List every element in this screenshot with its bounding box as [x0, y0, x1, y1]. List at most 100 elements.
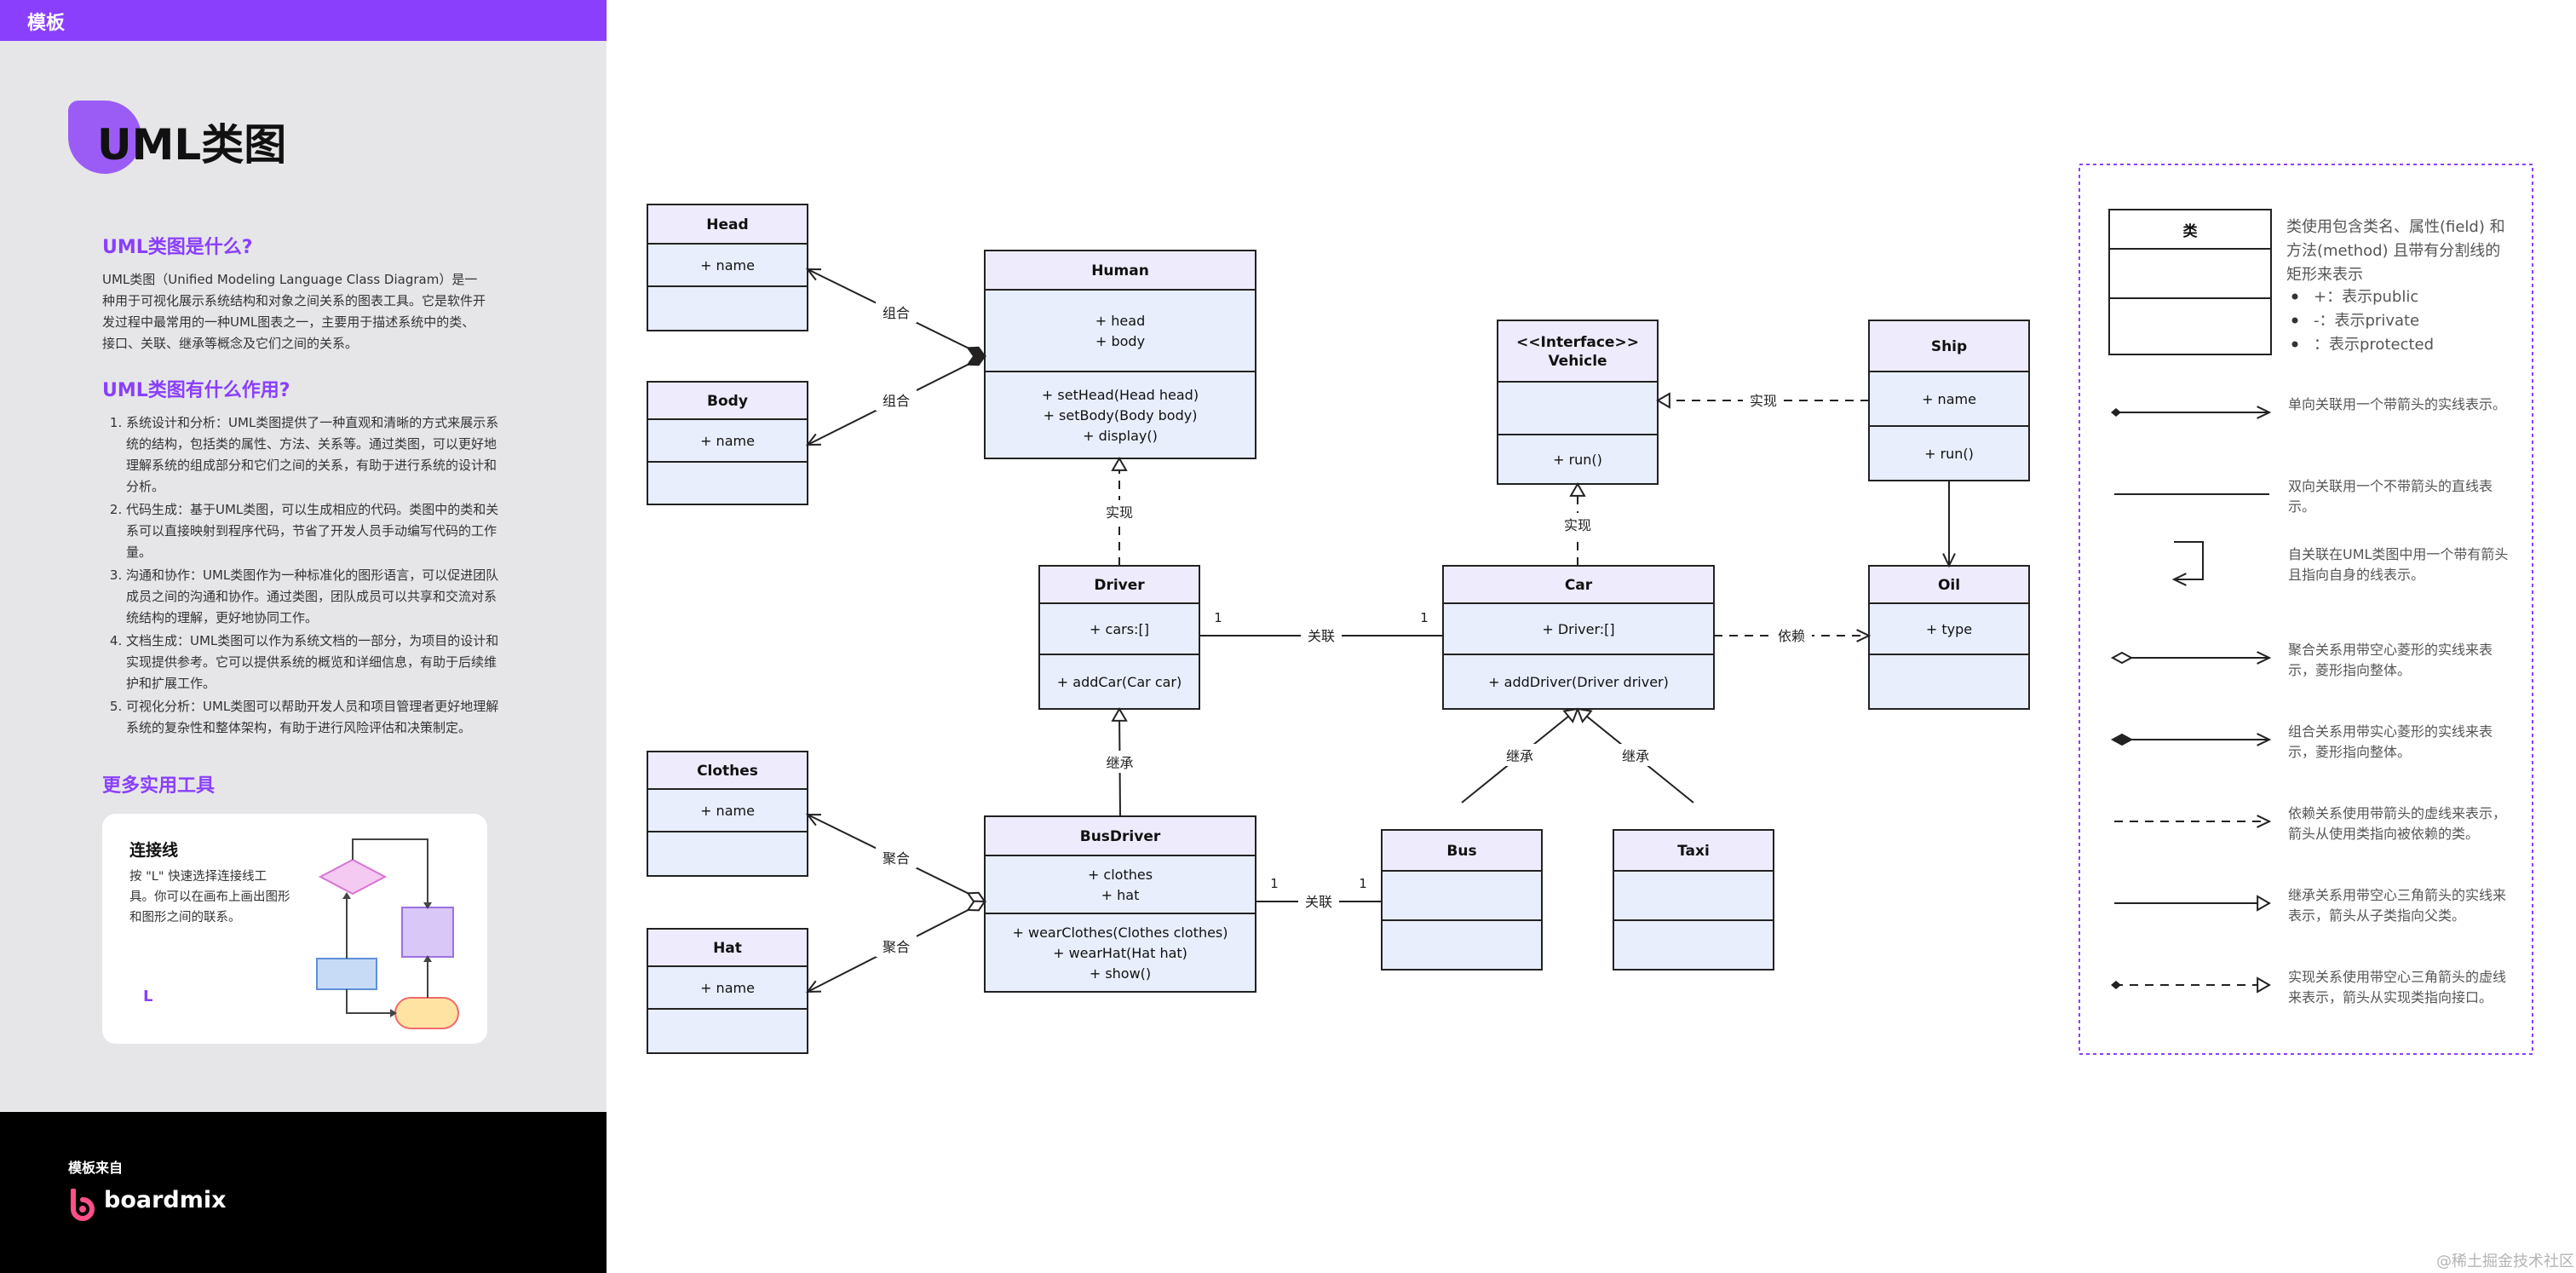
class-box-clothes: Clothes+ name — [647, 751, 808, 877]
section-use-list: 系统设计和分析：UML类图提供了一种直观和清晰的方式来展示系统的结构，包括类的属… — [102, 412, 505, 740]
class-attributes — [647, 788, 808, 832]
arrowhead — [805, 433, 822, 446]
legend-text: 单向关联用一个带箭头的实线表示。 — [2288, 396, 2506, 412]
class-attributes — [1613, 870, 1774, 921]
class-attribute: + head — [1095, 313, 1145, 329]
tool-card-title: 连接线 — [129, 841, 179, 860]
template-tag-label: 模板 — [27, 13, 66, 34]
triangle-head — [1576, 707, 1593, 723]
legend-text: 表示，箭头从子类指向父类。 — [2288, 907, 2465, 924]
relation-label: 关联 — [1305, 894, 1332, 910]
legend-text: 箭头从使用类指向被依赖的类。 — [2288, 826, 2479, 842]
legend-class-desc: 矩形来表示 — [2286, 266, 2363, 284]
class-header — [647, 381, 808, 420]
class-methods — [1381, 919, 1543, 971]
connector-illustration-icon — [316, 838, 459, 1029]
triangle-head — [2257, 895, 2272, 912]
legend-class-desc: 类使用包含类名、属性(field) 和 — [2286, 218, 2505, 236]
list-item: 沟通和协作：UML类图作为一种标准化的图形语言，可以促进团队成员之间的沟通和协作… — [126, 565, 505, 629]
arrowhead — [2257, 733, 2272, 746]
class-attribute: + cars:[] — [1090, 621, 1149, 637]
class-name: BusDriver — [1080, 828, 1161, 845]
arrowhead — [2171, 573, 2187, 586]
legend-class-label: 类 — [2183, 222, 2199, 240]
relation-label: 聚合 — [883, 850, 910, 867]
relation-label-bg — [1099, 500, 1140, 522]
legend-text: 继承关系用带空心三角箭头的实线来 — [2288, 887, 2506, 903]
class-attribute: + type — [1926, 621, 1972, 637]
class-box-hat: Hat+ name — [647, 928, 808, 1054]
class-box-driver: Driver+ cars:[]+ addCar(Car car) — [1038, 565, 1200, 710]
multiplicity: 1 — [1270, 876, 1279, 891]
class-attributes — [1038, 602, 1200, 655]
legend-text: 组合关系用带实心菱形的实线来表 — [2288, 723, 2493, 740]
relation-label-bg — [876, 935, 917, 957]
relation-label-bg — [1301, 624, 1342, 646]
template-tag: 模板 — [0, 0, 607, 41]
class-box-vehicle: <<Interface>>Vehicle+ run() — [1497, 320, 1659, 485]
class-methods — [984, 913, 1256, 993]
triangle-head — [2257, 976, 2272, 994]
relation-bus-car: 继承 — [1461, 707, 1579, 804]
arrowhead — [805, 813, 822, 827]
relation-busdriver-bus: 关联 1 1 — [1256, 876, 1382, 912]
relation-ship-vehicle: 实现 — [1655, 389, 1869, 411]
legend-visibility: -：表示private — [2314, 312, 2419, 330]
list-item: 系统设计和分析：UML类图提供了一种直观和清晰的方式来展示系统的结构，包括类的属… — [126, 412, 505, 498]
list-item: 代码生成：基于UML类图，可以生成相应的代码。类图中的类和关系可以直接映射到程序… — [126, 499, 505, 563]
legend-row-dependency: 依赖关系使用带箭头的虚线来表示，箭头从使用类指向被依赖的类。 — [2114, 805, 2506, 842]
legend-text: 示，菱形指向整体。 — [2288, 744, 2411, 760]
boardmix-logo-icon — [71, 1189, 95, 1221]
triangle-head — [1655, 392, 1670, 409]
legend-class-attrs — [2108, 248, 2272, 299]
class-attributes — [984, 855, 1256, 914]
class-box-taxi: Taxi — [1613, 829, 1774, 971]
class-method: + addDriver(Driver driver) — [1488, 674, 1669, 690]
class-box-oil: Oil + type — [1868, 565, 2030, 710]
multiplicity: 1 — [1420, 610, 1429, 625]
class-box-head: Head+ name — [647, 204, 808, 331]
diamond-head — [2110, 733, 2134, 746]
class-header — [1497, 320, 1659, 383]
relation-label: 实现 — [1564, 517, 1591, 533]
relation-label-bg — [1771, 624, 1812, 646]
legend-text: 双向关联用一个不带箭头的直线表 — [2288, 478, 2493, 494]
relation-label-bg — [1557, 513, 1598, 535]
relation-label-bg — [1298, 890, 1339, 912]
arrowhead — [2257, 651, 2272, 665]
class-attributes — [1868, 602, 2030, 655]
relation-label: 实现 — [1106, 504, 1133, 521]
legend-class-methods — [2108, 297, 2272, 355]
legend-text: 且指向自身的线表示。 — [2288, 567, 2424, 583]
class-attributes — [1868, 371, 2030, 427]
class-box-bus: Bus — [1381, 829, 1543, 971]
multiplicity: 1 — [1359, 876, 1367, 891]
relation-taxi-car: 继承 — [1576, 707, 1694, 804]
class-header — [647, 928, 808, 967]
relation-label: 依赖 — [1778, 628, 1805, 644]
watermark: @稀土掘金技术社区 — [2436, 1253, 2574, 1270]
legend-panel: 类类使用包含类名、属性(field) 和方法(method) 且带有分割线的矩形… — [2079, 164, 2533, 1055]
arrowhead — [2257, 815, 2272, 828]
legend-text: 示。 — [2288, 498, 2315, 515]
dot-icon — [2111, 408, 2121, 417]
class-name: Oil — [1938, 577, 1960, 594]
relation-label: 继承 — [1106, 755, 1133, 771]
diamond-head — [966, 354, 986, 366]
relation-busdriver-hat: 聚合 — [805, 900, 986, 994]
class-methods — [647, 285, 808, 331]
class-name: <<Interface>> — [1516, 334, 1639, 351]
class-method: + setBody(Body body) — [1044, 407, 1198, 423]
relation-label-bg — [876, 846, 917, 868]
class-attribute: + clothes — [1088, 867, 1153, 883]
class-method: + run() — [1553, 452, 1602, 468]
class-attributes — [984, 289, 1256, 372]
triangle-head — [1569, 482, 1586, 497]
class-attribute: + hat — [1101, 887, 1140, 903]
relation-label-bg — [1615, 744, 1656, 766]
tool-card-connector[interactable]: 连接线 按 "L" 快速选择连接线工具。你可以在画布上画出图形和图形之间的联系。… — [102, 814, 487, 1044]
class-box-car: Car+ Driver:[]+ addDriver(Driver driver) — [1442, 565, 1715, 710]
